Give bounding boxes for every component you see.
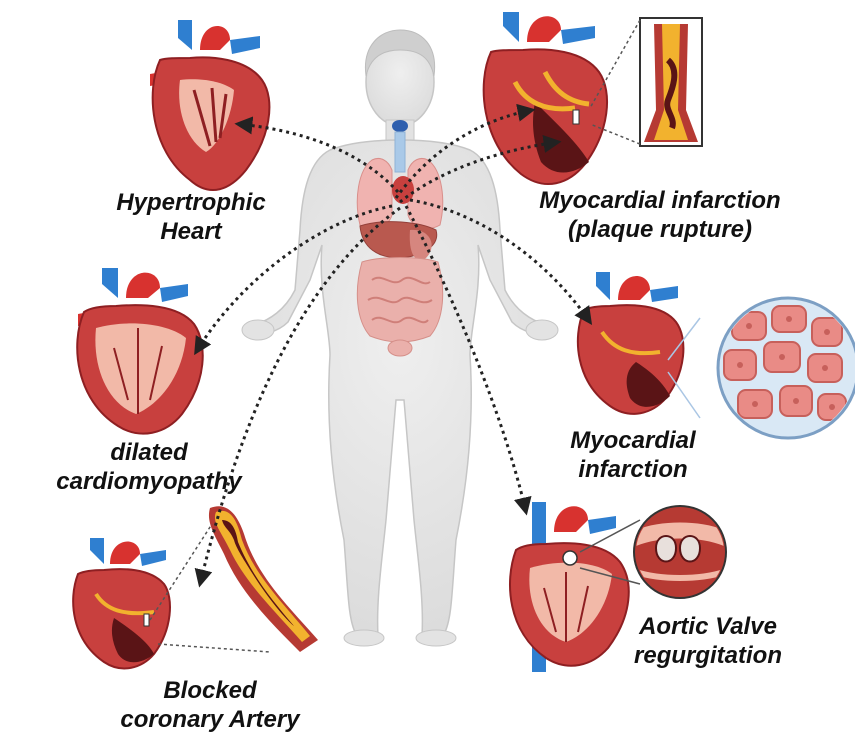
blocked-artery-illustration bbox=[150, 506, 318, 652]
label-aortic-line2: regurgitation bbox=[618, 641, 798, 670]
blocked-coronary-artery-heart-illustration bbox=[73, 538, 170, 668]
label-mi-line1: Myocardial bbox=[548, 426, 718, 455]
label-myocardial-infarction: Myocardial infarction bbox=[548, 426, 718, 484]
label-hypertrophic-line1: Hypertrophic bbox=[96, 188, 286, 217]
label-mi-plaque-line2: (plaque rupture) bbox=[510, 215, 810, 244]
label-dilated-cardiomyopathy: dilated cardiomyopathy bbox=[54, 438, 244, 496]
label-mi-plaque-line1: Myocardial infarction bbox=[510, 186, 810, 215]
label-dilated-line1: dilated bbox=[54, 438, 244, 467]
hypertrophic-heart-illustration bbox=[150, 20, 269, 190]
label-aortic-valve-regurgitation: Aortic Valve regurgitation bbox=[618, 612, 798, 670]
label-hypertrophic-line2: Heart bbox=[96, 217, 286, 246]
label-mi-line2: infarction bbox=[548, 455, 718, 484]
label-blocked-line1: Blocked bbox=[110, 676, 310, 705]
label-blocked-line2: coronary Artery bbox=[110, 705, 310, 734]
myocardial-infarction-heart-illustration bbox=[578, 272, 684, 414]
label-dilated-line2: cardiomyopathy bbox=[54, 467, 244, 496]
label-hypertrophic-heart: Hypertrophic Heart bbox=[96, 188, 286, 246]
myocardial-cells-zoom-circle bbox=[668, 298, 855, 438]
label-aortic-line1: Aortic Valve bbox=[618, 612, 798, 641]
dilated-cardiomyopathy-heart-illustration bbox=[77, 268, 203, 434]
label-mi-plaque-rupture: Myocardial infarction (plaque rupture) bbox=[510, 186, 810, 244]
label-blocked-coronary-artery: Blocked coronary Artery bbox=[110, 676, 310, 734]
aortic-valve-heart-illustration bbox=[510, 502, 629, 672]
plaque-rupture-inset bbox=[590, 18, 702, 146]
mi-plaque-rupture-heart-illustration bbox=[484, 12, 607, 184]
